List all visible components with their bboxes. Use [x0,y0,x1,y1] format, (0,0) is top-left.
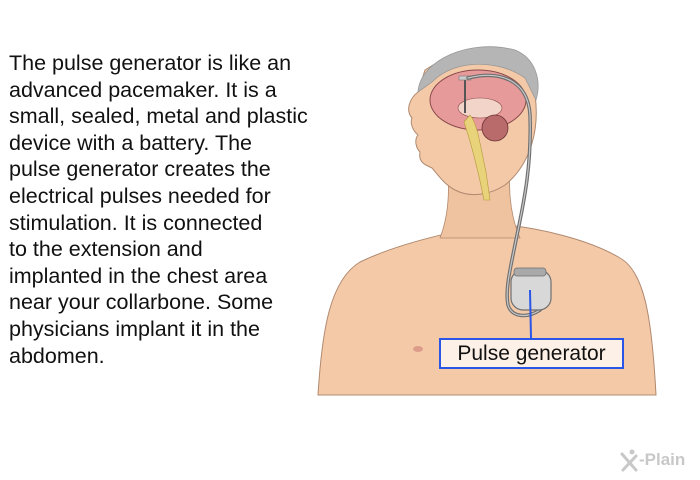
label-leader-line [529,289,532,339]
spinal-cord-shape [463,114,491,201]
xplain-logo: -Plain [620,446,685,474]
pulse-generator-label: Pulse generator [439,338,624,369]
logo-text: -Plain [639,450,686,469]
x-figure-icon [620,449,638,472]
hair-shape [417,46,539,102]
cerebellum-shape [481,114,509,142]
description-paragraph: The pulse generator is like an advanced … [9,51,308,368]
torso-shape [317,224,657,396]
